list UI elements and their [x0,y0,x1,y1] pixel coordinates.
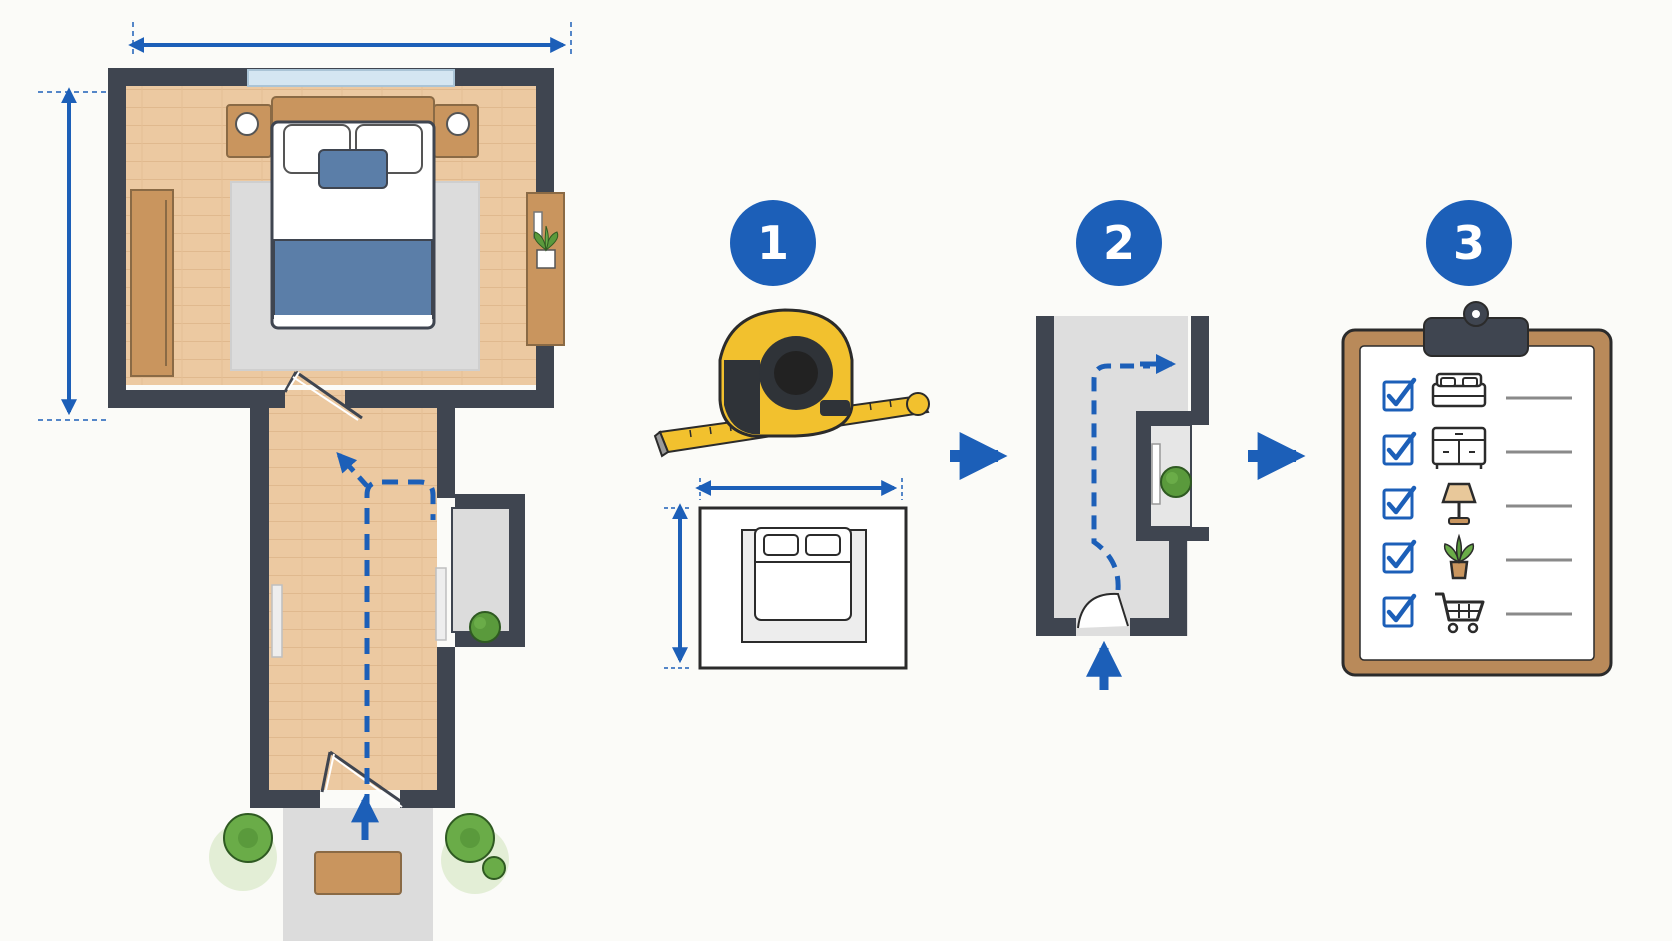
tape-measure-icon [653,308,930,458]
step-number: 1 [757,216,789,270]
checkbox-checked-icon [1382,539,1417,574]
measured-furniture-diagram [664,478,908,670]
dresser-icon [1431,426,1487,469]
hallway-window [271,584,283,658]
bed-icon [1431,372,1487,408]
window [247,69,455,87]
step-3: 3 [1341,200,1613,677]
closet-window [435,567,447,641]
side-console [526,192,565,346]
bed [270,96,436,330]
nightstand-right [433,104,479,158]
step-2: 2 [1036,200,1209,690]
checkbox-checked-icon [1382,377,1417,412]
checklist-item [1382,426,1572,469]
checkbox-checked-icon [1382,431,1417,466]
height-dimension [38,87,108,421]
bed-icon [754,527,852,621]
step-badge [730,200,816,286]
checklist-item [1382,533,1572,580]
step-badge [1426,200,1512,286]
doorway-path-icon [1036,316,1209,690]
width-dimension [128,22,572,58]
step-1: 1 [653,200,930,670]
shrub-left-icon [209,813,277,891]
bedroom-door [283,370,363,421]
step-number: 3 [1453,216,1485,270]
checklist [1382,372,1572,634]
path-arrow-icon [336,452,369,488]
plant-icon [1443,533,1475,580]
step-number: 2 [1103,216,1135,270]
lamp-icon [1441,482,1477,525]
nightstand-left [226,104,272,158]
shrub-right-icon [441,813,509,894]
walking-path [364,479,436,810]
checklist-item [1382,482,1572,525]
hallway-floor [269,390,437,790]
step-badge [1076,200,1162,286]
checkbox-checked-icon [1382,485,1417,520]
potted-plant-icon [533,225,559,269]
floor-plan [38,22,572,941]
doormat [314,851,402,895]
dresser [130,189,174,377]
checklist-item [1382,592,1572,634]
shopping-cart-icon [1435,592,1485,634]
checkbox-checked-icon [1382,593,1417,628]
checklist-clipboard-icon [1341,301,1613,677]
checklist-item [1382,372,1572,412]
closet [451,507,511,643]
